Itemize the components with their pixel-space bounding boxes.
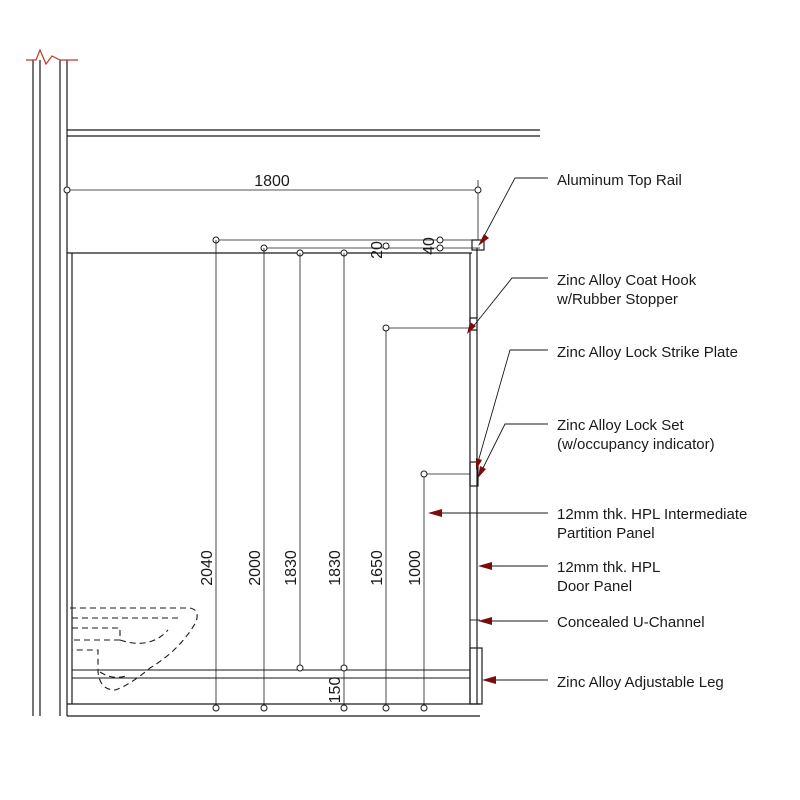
dim-20: 20 <box>369 241 386 259</box>
dimension-labels: 1800 20 40 2040 2000 1830 1830 1650 1000… <box>199 173 438 703</box>
break-mark-icon <box>26 48 78 66</box>
callout-top-rail: Aluminum Top Rail <box>557 172 682 189</box>
arrowhead-icon <box>482 676 496 684</box>
partition-panel-outline <box>67 239 485 717</box>
dim-2040: 2040 <box>199 550 216 586</box>
dim-40: 40 <box>421 237 438 255</box>
callout-leaders <box>428 177 548 684</box>
callout-coat-hook: Zinc Alloy Coat Hook w/Rubber Stopper <box>556 272 700 308</box>
arrowhead-icon <box>476 458 482 470</box>
dim-1830-b: 1830 <box>327 550 344 586</box>
dimension-lines <box>63 180 482 712</box>
arrowhead-icon <box>478 617 492 625</box>
callout-lock-set: Zinc Alloy Lock Set (w/occupancy indicat… <box>557 417 715 453</box>
callout-door-panel: 12mm thk. HPL Door Panel <box>557 559 664 595</box>
adjustable-leg-icon <box>469 647 483 705</box>
ceiling-lines <box>67 129 540 137</box>
callout-u-channel: Concealed U-Channel <box>557 614 705 631</box>
wall-hung-toilet <box>70 607 198 691</box>
dim-1650: 1650 <box>369 550 386 586</box>
callout-partition-panel: 12mm thk. HPL Intermediate Partition Pan… <box>557 506 752 542</box>
arrowhead-icon <box>478 234 489 246</box>
callout-strike-plate: Zinc Alloy Lock Strike Plate <box>557 344 738 361</box>
arrowhead-icon <box>478 562 492 570</box>
dim-1000: 1000 <box>407 550 424 586</box>
dim-2000: 2000 <box>247 550 264 586</box>
callout-adjustable-leg: Zinc Alloy Adjustable Leg <box>557 674 724 691</box>
callout-labels: Aluminum Top Rail Zinc Alloy Coat Hook w… <box>556 172 752 691</box>
dim-1800: 1800 <box>254 173 290 190</box>
arrowhead-icon <box>467 322 476 334</box>
dim-150: 150 <box>327 677 344 704</box>
arrowhead-icon <box>428 509 442 517</box>
left-wall <box>26 48 78 716</box>
dim-1830-a: 1830 <box>283 550 300 586</box>
arrowhead-icon <box>478 466 486 478</box>
